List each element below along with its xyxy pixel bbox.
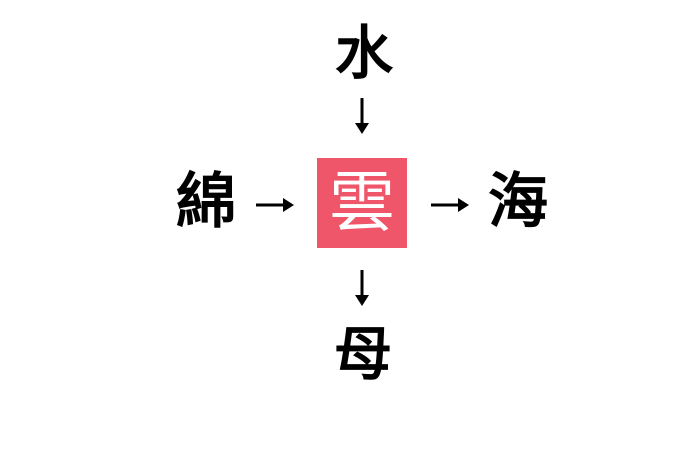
arrow-down-icon [354,269,370,307]
kanji-bottom: 母 [333,320,392,388]
answer-box: 雲 [317,158,407,248]
arrow-right-icon [255,197,295,213]
arrow-down-icon [354,97,370,135]
kanji-right: 海 [488,167,548,237]
arrow-right-icon [430,197,470,213]
answer-kanji: 雲 [329,164,395,241]
kanji-top: 水 [334,19,393,87]
kanji-left: 綿 [176,167,236,237]
